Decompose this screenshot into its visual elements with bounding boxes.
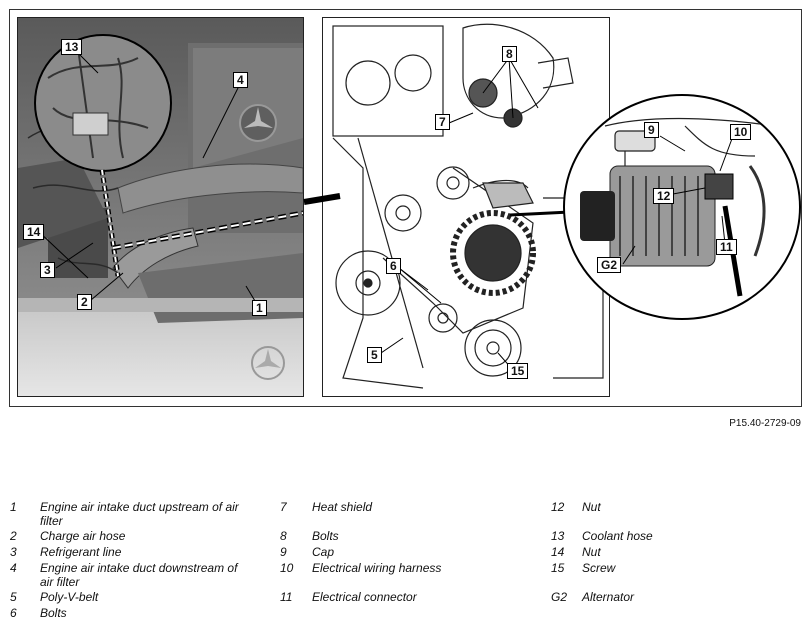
- legend-row: 5 Poly-V-belt: [10, 590, 260, 606]
- legend-row: 11 Electrical connector: [280, 590, 540, 606]
- legend-row: 15 Screw: [551, 561, 801, 590]
- callout-15: 15: [507, 363, 529, 379]
- callout-9: 9: [644, 122, 659, 138]
- callout-4: 4: [233, 72, 248, 88]
- legend-text: Nut: [582, 500, 601, 514]
- legend-text: Cap: [312, 545, 335, 559]
- legend-number: 5: [10, 590, 17, 604]
- legend-number: 4: [10, 561, 17, 575]
- legend-number: 9: [280, 545, 287, 559]
- callout-3: 3: [40, 262, 55, 278]
- magnifier-connector: [303, 193, 571, 217]
- legend-text: Electrical connector: [312, 590, 417, 604]
- callout-1: 1: [252, 300, 267, 316]
- legend-number: 13: [551, 529, 565, 543]
- legend-column-1: 1 Engine air intake duct upstream of air …: [10, 500, 260, 622]
- callout-11: 11: [716, 239, 737, 255]
- legend-text: Engine air intake duct downstream of air…: [40, 561, 238, 589]
- legend-number: 7: [280, 500, 287, 514]
- legend-number: 12: [551, 500, 565, 514]
- legend-row: 6 Bolts: [10, 606, 260, 622]
- callout-7: 7: [435, 114, 450, 130]
- legend-row: 4 Engine air intake duct downstream of ai…: [10, 561, 260, 590]
- legend-row: 14 Nut: [551, 545, 801, 561]
- callout-2: 2: [77, 294, 92, 310]
- legend-number: 2: [10, 529, 17, 543]
- legend-number: 8: [280, 529, 287, 543]
- legend-number: 3: [10, 545, 17, 559]
- legend-row: 13 Coolant hose: [551, 529, 801, 545]
- callout-12: 12: [653, 188, 675, 204]
- alternator-detail-circle: [563, 94, 801, 320]
- legend-text: Poly-V-belt: [40, 590, 99, 604]
- callout-14: 14: [23, 224, 45, 240]
- engine-bay-photo: [17, 17, 304, 397]
- legend-row: 3 Refrigerant line: [10, 545, 260, 561]
- legend-number: 10: [280, 561, 294, 575]
- legend-row: 2 Charge air hose: [10, 529, 260, 545]
- legend-text: Heat shield: [312, 500, 373, 514]
- legend-number: 11: [280, 590, 293, 604]
- callout-G2: G2: [597, 257, 622, 273]
- alternator-detail-graphic: [580, 117, 776, 297]
- callout-6: 6: [386, 258, 401, 274]
- engine-bay-photo-graphic: [18, 18, 303, 396]
- callout-13: 13: [61, 39, 83, 55]
- legend-text: Bolts: [312, 529, 339, 543]
- legend-row: 10 Electrical wiring harness: [280, 561, 540, 590]
- legend-row: 12 Nut: [551, 500, 801, 529]
- legend-number: 1: [10, 500, 17, 514]
- legend-number: G2: [551, 590, 568, 604]
- legend-row: 8 Bolts: [280, 529, 540, 545]
- legend-text: Refrigerant line: [40, 545, 122, 559]
- legend-row: G2 Alternator: [551, 590, 801, 606]
- legend-row: 9 Cap: [280, 545, 540, 561]
- legend-text: Electrical wiring harness: [312, 561, 442, 575]
- legend-number: 14: [551, 545, 565, 559]
- callout-8: 8: [502, 46, 517, 62]
- legend-text: Alternator: [582, 590, 635, 604]
- callout-10: 10: [730, 124, 752, 140]
- legend-text: Nut: [582, 545, 601, 559]
- figure-reference: P15.40-2729-09: [729, 418, 801, 429]
- legend-number: 15: [551, 561, 565, 575]
- legend-text: Charge air hose: [40, 529, 126, 543]
- engine-line-drawing: [322, 17, 610, 397]
- legend-number: 6: [10, 606, 17, 620]
- legend-row: 1 Engine air intake duct upstream of air …: [10, 500, 260, 529]
- legend-column-2: 7 Heat shield 8 Bolts 9 Cap 10 Electrical wi…: [280, 500, 540, 606]
- legend-text: Screw: [582, 561, 616, 575]
- legend-row: 7 Heat shield: [280, 500, 540, 529]
- engine-line-drawing-graphic: [332, 23, 604, 389]
- legend-text: Engine air intake duct upstream of air f…: [40, 500, 239, 528]
- legend-text: Coolant hose: [582, 529, 653, 543]
- legend-text: Bolts: [40, 606, 67, 620]
- callout-5: 5: [367, 347, 382, 363]
